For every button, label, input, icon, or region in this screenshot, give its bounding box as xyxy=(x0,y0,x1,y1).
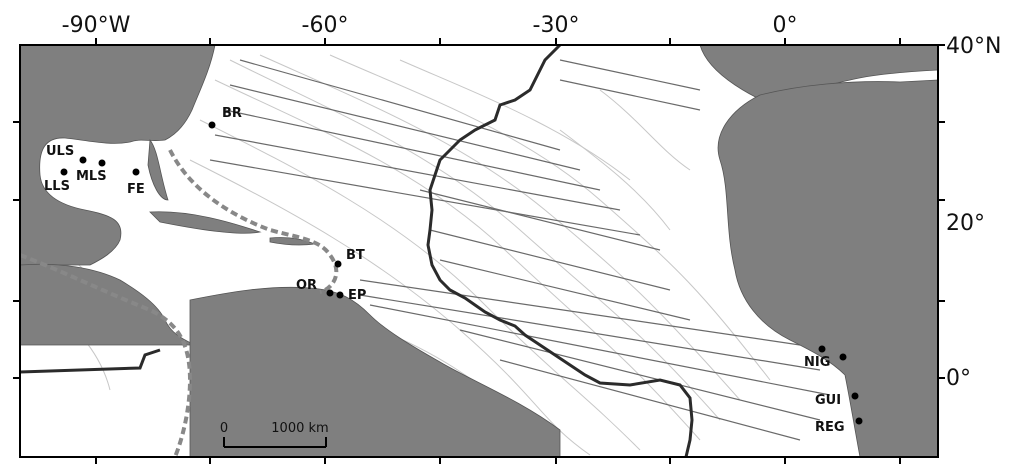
lon-label-60: -60° xyxy=(302,13,349,38)
site-label-nig: NIG xyxy=(804,355,830,370)
site-label-or: OR xyxy=(296,278,317,293)
site-marker-lls xyxy=(60,168,68,176)
lat-label-20: 20° xyxy=(946,211,985,236)
site-label-uls: ULS xyxy=(46,144,74,159)
site-marker-mls xyxy=(98,159,106,167)
fracture-zones xyxy=(209,59,831,441)
site-marker-bt xyxy=(334,260,342,268)
lat-label-0: 0° xyxy=(946,366,971,391)
site-label-fe: FE xyxy=(127,182,145,197)
land xyxy=(20,45,938,457)
site-label-mls: MLS xyxy=(76,169,107,184)
site-marker-nig-a xyxy=(818,345,826,353)
scale-label-end: 1000 km xyxy=(271,421,328,436)
scale-bar xyxy=(223,437,327,448)
site-markers xyxy=(60,121,863,425)
plate-boundary xyxy=(20,149,339,457)
lon-label-90w: -90°W xyxy=(62,13,131,38)
site-marker-reg xyxy=(855,417,863,425)
lon-label-0: 0° xyxy=(773,13,798,38)
map-frame xyxy=(19,44,939,458)
site-label-lls: LLS xyxy=(44,179,70,194)
site-label-reg: REG xyxy=(815,420,845,435)
site-marker-nig-b xyxy=(839,353,847,361)
site-marker-uls xyxy=(79,156,87,164)
site-label-br: BR xyxy=(222,106,242,121)
site-marker-gui xyxy=(851,392,859,400)
lon-label-30: -30° xyxy=(533,13,580,38)
site-label-bt: BT xyxy=(346,248,365,263)
axis-ticks xyxy=(13,38,945,464)
site-label-ep: EP xyxy=(348,288,366,303)
site-marker-fe xyxy=(132,168,140,176)
scale-label-start: 0 xyxy=(220,421,228,436)
site-marker-ep xyxy=(336,291,344,299)
site-marker-br xyxy=(208,121,216,129)
site-label-gui: GUI xyxy=(815,393,841,408)
lat-label-40n: 40°N xyxy=(946,34,1001,59)
site-marker-or xyxy=(326,289,334,297)
mid-atlantic-ridge xyxy=(20,45,694,457)
